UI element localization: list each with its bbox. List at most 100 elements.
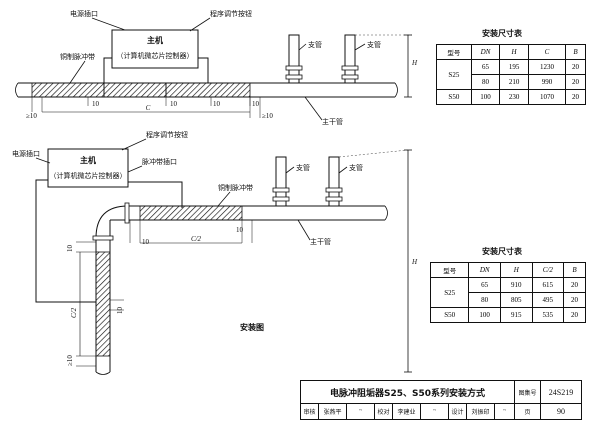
dim-c-half-bottom-v: C/2 xyxy=(70,307,78,318)
host-sub-label-bottom: （计算机微芯片控制器） xyxy=(50,171,127,180)
branch-pipe-top-1 xyxy=(288,34,300,84)
copper-tape-label-top: 铜制脉冲带 xyxy=(60,52,95,61)
check-label: 校对 xyxy=(375,403,393,419)
drawing-title: 电脉冲阻垢器S25、S50系列安装方式 xyxy=(301,381,515,403)
table-cell: S50 xyxy=(436,89,472,105)
dim-h-top: H xyxy=(411,59,418,67)
table-cell: 20 xyxy=(563,277,586,293)
power-port-label-top: 电源插口 xyxy=(70,9,98,18)
program-button-label-top: 程序调节按钮 xyxy=(210,9,252,18)
table-cell: 535 xyxy=(531,307,565,323)
table-cell: 80 xyxy=(470,74,501,90)
branch-pipe-label-bottom-2: 支管 xyxy=(349,163,363,172)
copper-tape-bottom-vertical xyxy=(95,251,111,357)
table-cell: 1070 xyxy=(527,89,567,105)
checker-signature: ~ xyxy=(421,403,449,419)
atlas-number: 24S219 xyxy=(548,387,574,397)
dim-ge10-top-right: ≥10 xyxy=(262,112,273,120)
designer-signature: ~ xyxy=(495,403,515,419)
dim-10-top-1: 10 xyxy=(92,100,100,108)
branch-pipe-label-top-1: 支管 xyxy=(308,40,322,49)
table-cell: 20 xyxy=(563,292,586,308)
table-cell: 20 xyxy=(565,59,586,75)
dim-10-top-4: 10 xyxy=(252,100,260,108)
table-cell: 615 xyxy=(531,277,565,293)
table1-header-dn: DN xyxy=(470,44,501,60)
dimension-table-2: 型号 DN H C/2 B S25 65 910 615 20 80 805 4… xyxy=(429,262,586,323)
table1-header-model: 型号 xyxy=(436,44,472,60)
table-cell: 20 xyxy=(565,74,586,90)
table2-header-c-half: C/2 xyxy=(531,262,565,278)
copper-tape-top-left xyxy=(31,82,105,98)
power-port-label-bottom: 电源插口 xyxy=(12,149,40,158)
table-cell: 65 xyxy=(468,277,501,293)
dim-10-top-2: 10 xyxy=(170,100,178,108)
table2-header-b: B xyxy=(563,262,586,278)
copper-tape-bottom-horizontal xyxy=(139,205,243,221)
table-row: 80 805 495 20 xyxy=(431,292,586,308)
dim-10-bottom-3: 10 xyxy=(66,245,74,253)
table1-header-h: H xyxy=(499,44,529,60)
designer-name: 刘振印 xyxy=(467,403,495,419)
dim-c-half-bottom-h: C/2 xyxy=(191,235,202,243)
copper-tape-top-right xyxy=(165,82,251,98)
branch-pipe-bottom-1 xyxy=(275,156,287,207)
table2-title: 安装尺寸表 xyxy=(482,247,522,256)
host-box-top xyxy=(111,29,199,69)
table1-header-row: 型号 DN H C B xyxy=(436,44,586,60)
reviewer-name: 张燕平 xyxy=(319,403,347,419)
table-cell: 100 xyxy=(468,307,501,323)
host-label-bottom: 主机 xyxy=(80,155,96,165)
table-cell: 915 xyxy=(499,307,533,323)
table1-header-b: B xyxy=(565,44,586,60)
dim-h-bottom: H xyxy=(411,258,418,266)
atlas-label: 图集号 xyxy=(515,381,541,403)
dim-ge10-bottom-v: ≥10 xyxy=(66,355,74,366)
table-row: S50 100 915 535 20 xyxy=(429,307,586,323)
table2-header-model: 型号 xyxy=(429,262,470,278)
table1-title: 安装尺寸表 xyxy=(482,29,522,38)
host-sub-label-top: （计算机微芯片控制器） xyxy=(117,51,194,60)
title-block: 电脉冲阻垢器S25、S50系列安装方式 图集号 24S219 审核 张燕平 ~ … xyxy=(300,380,582,420)
table2-header-h: H xyxy=(499,262,533,278)
table-cell: 230 xyxy=(499,89,529,105)
table2-header-dn: DN xyxy=(468,262,501,278)
table-cell: 805 xyxy=(499,292,533,308)
branch-pipe-label-top-2: 支管 xyxy=(367,40,381,49)
table1-header-c: C xyxy=(527,44,567,60)
table-row: S25 65 910 615 20 xyxy=(429,277,586,308)
checker-name: 李建业 xyxy=(393,403,421,419)
dim-10-bottom-2: 10 xyxy=(236,226,244,234)
branch-pipe-label-bottom-1: 支管 xyxy=(296,163,310,172)
table-cell: 195 xyxy=(499,59,529,75)
table-cell: 20 xyxy=(565,89,586,105)
dim-10-bottom-4: 10 xyxy=(116,307,124,315)
main-pipe-label-bottom: 主干管 xyxy=(310,237,331,246)
host-box-bottom xyxy=(47,148,129,188)
dim-c-top: C xyxy=(146,104,151,112)
table-row: S25 65 195 1230 20 xyxy=(436,59,586,90)
install-diagram-label: 安装图 xyxy=(240,322,264,332)
dimension-table-1: 型号 DN H C B S25 65 195 1230 20 80 210 99… xyxy=(436,44,586,105)
design-label: 设计 xyxy=(449,403,467,419)
copper-tape-label-bottom: 铜制脉冲带 xyxy=(218,183,253,192)
main-pipe-label-top: 主干管 xyxy=(322,117,343,126)
page-label: 页 xyxy=(515,403,541,419)
table-cell: 910 xyxy=(499,277,533,293)
branch-pipe-top-2 xyxy=(344,34,356,84)
table-cell: 990 xyxy=(527,74,567,90)
table-cell: 210 xyxy=(499,74,529,90)
bottom-diagram: 主机 （计算机微芯片控制器） 电源插口 程序调节按钮 脉冲带插口 铜制脉冲带 xyxy=(12,130,418,375)
page-number: 90 xyxy=(557,406,565,416)
table-cell: 100 xyxy=(470,89,501,105)
pulse-tape-port-label: 脉冲带插口 xyxy=(142,157,177,166)
table-cell: 80 xyxy=(468,292,501,308)
host-label-top: 主机 xyxy=(147,35,163,45)
table2-header-row: 型号 DN H C/2 B xyxy=(429,262,586,278)
branch-pipe-bottom-2 xyxy=(328,156,340,207)
table2-model-s25: S25 xyxy=(429,277,470,308)
reviewer-signature: ~ xyxy=(347,403,375,419)
top-diagram: 主机 （计算机微芯片控制器） 电源插口 程序调节按钮 铜制脉冲带 支管 支管 xyxy=(15,9,418,126)
table-cell: 65 xyxy=(470,59,501,75)
